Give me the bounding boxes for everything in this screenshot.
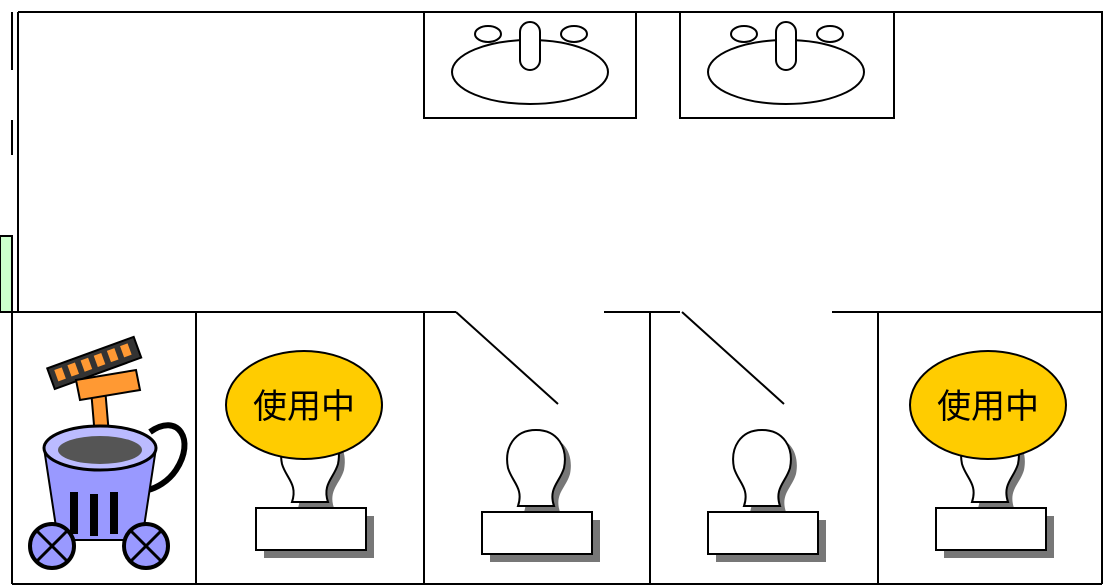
sink-1 <box>423 11 637 119</box>
side-panel <box>0 235 13 313</box>
stall-3-toilet-icon <box>707 429 826 562</box>
stall-1-occupied-label: 使用中 <box>253 387 355 427</box>
stall-2-toilet-icon <box>481 429 600 562</box>
sink-2 <box>679 11 895 119</box>
stall-3-door[interactable] <box>681 311 785 405</box>
mop-bucket-cart-icon <box>28 335 188 570</box>
stall-1-occupied-badge: 使用中 <box>225 350 383 460</box>
stall-4-occupied-badge: 使用中 <box>909 350 1067 460</box>
stall-row <box>11 311 1103 585</box>
stall-2-door[interactable] <box>455 311 559 405</box>
room-wall-top <box>18 11 1103 312</box>
stall-4-occupied-label: 使用中 <box>937 387 1039 427</box>
